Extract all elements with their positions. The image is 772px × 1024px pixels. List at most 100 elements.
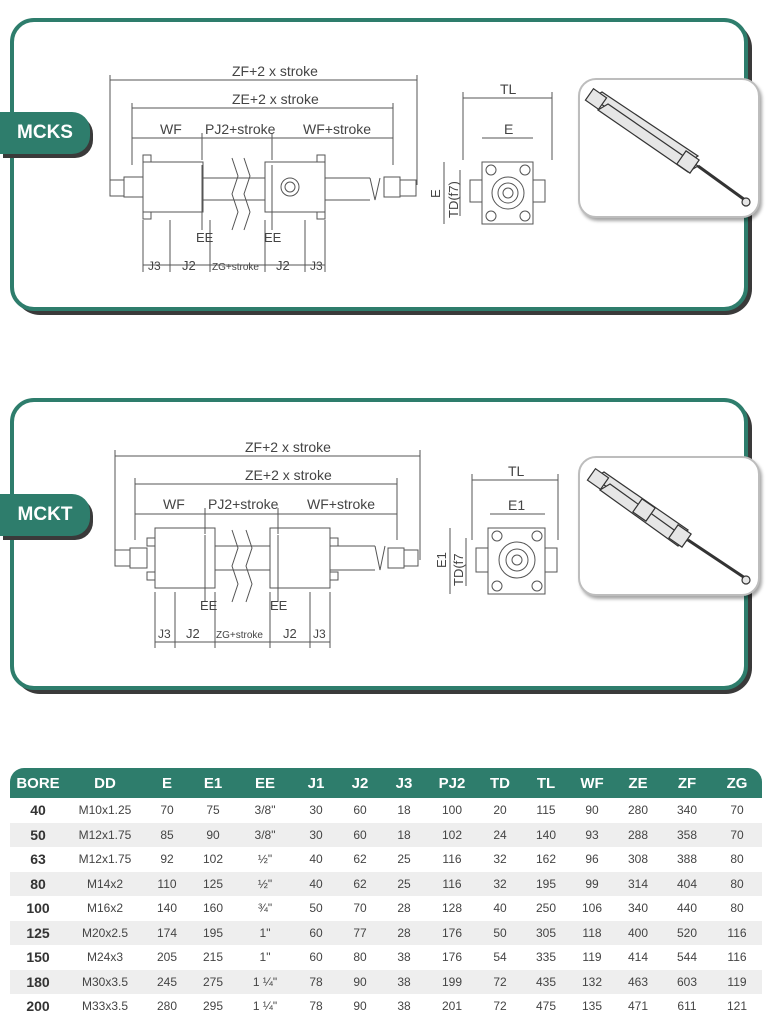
dim-wfs: WF+stroke — [307, 496, 375, 512]
column-header-dd: DD — [66, 768, 144, 798]
table-cell: 195 — [190, 920, 236, 945]
mckt-tab: MCKT — [0, 494, 90, 536]
dim-j3-right: J3 — [310, 259, 323, 273]
table-cell: M30x3.5 — [66, 969, 144, 994]
table-cell: 78 — [294, 994, 338, 1019]
table-cell: 99 — [570, 871, 614, 896]
table-cell: 435 — [522, 969, 570, 994]
dim-ee-1: EE — [200, 598, 218, 613]
table-cell: 404 — [662, 871, 712, 896]
table-cell: M20x2.5 — [66, 920, 144, 945]
table-cell: 603 — [662, 969, 712, 994]
table-cell: 520 — [662, 920, 712, 945]
dim-e1-top: E1 — [508, 497, 525, 513]
dim-j2-right: J2 — [283, 626, 297, 641]
dim-j3-left: J3 — [148, 259, 161, 273]
table-cell: 121 — [712, 994, 762, 1019]
table-cell: 400 — [614, 920, 662, 945]
table-cell: 40 — [294, 871, 338, 896]
column-header-zg: ZG — [712, 768, 762, 798]
table-cell: 116 — [712, 945, 762, 970]
table-cell: 176 — [426, 920, 478, 945]
dim-wfs: WF+stroke — [303, 121, 371, 137]
table-cell: 110 — [144, 871, 190, 896]
table-cell: 119 — [712, 969, 762, 994]
table-cell: 85 — [144, 822, 190, 847]
table-cell: 18 — [382, 798, 426, 823]
table-cell: 414 — [614, 945, 662, 970]
table-cell: 38 — [382, 994, 426, 1019]
table-cell: 50 — [294, 896, 338, 921]
dim-zg: ZG+stroke — [216, 630, 263, 641]
table-cell: ¾" — [236, 896, 294, 921]
table-cell: 40 — [294, 847, 338, 872]
dim-j3-right: J3 — [313, 627, 326, 641]
table-cell: 140 — [522, 822, 570, 847]
dim-j3-left: J3 — [158, 627, 171, 641]
mckt-drawing: ZF+2 x stroke ZE+2 x stroke WF PJ2+strok… — [114, 439, 559, 648]
table-cell: 100 — [10, 896, 66, 921]
table-cell: 201 — [426, 994, 478, 1019]
column-header-bore: BORE — [10, 768, 66, 798]
dim-zf: ZF+2 x stroke — [232, 63, 318, 79]
table-cell: 90 — [570, 798, 614, 823]
table-cell: 1 ¼" — [236, 969, 294, 994]
table-cell: 3/8" — [236, 798, 294, 823]
table-cell: 115 — [522, 798, 570, 823]
table-cell: 280 — [614, 798, 662, 823]
table-cell: 30 — [294, 822, 338, 847]
table-cell: 62 — [338, 847, 382, 872]
table-cell: 80 — [712, 847, 762, 872]
column-header-wf: WF — [570, 768, 614, 798]
table-cell: ½" — [236, 871, 294, 896]
table-cell: 77 — [338, 920, 382, 945]
cylinder-photo-icon — [586, 467, 751, 585]
table-cell: 140 — [144, 896, 190, 921]
table-cell: 28 — [382, 920, 426, 945]
table-cell: 125 — [190, 871, 236, 896]
table-cell: 102 — [426, 822, 478, 847]
table-cell: 314 — [614, 871, 662, 896]
table-cell: 63 — [10, 847, 66, 872]
mcks-drawing: ZF+2 x stroke ZE+2 x stroke WF PJ2+strok… — [109, 63, 553, 273]
table-cell: 80 — [338, 945, 382, 970]
table-cell: 28 — [382, 896, 426, 921]
dim-ze: ZE+2 x stroke — [245, 467, 332, 483]
table-cell: 180 — [10, 969, 66, 994]
dim-ee-1: EE — [196, 230, 214, 245]
table-cell: 1" — [236, 920, 294, 945]
table-cell: 32 — [478, 847, 522, 872]
table-cell: 544 — [662, 945, 712, 970]
dim-zf: ZF+2 x stroke — [245, 439, 331, 455]
table-cell: 250 — [522, 896, 570, 921]
table-cell: 90 — [190, 822, 236, 847]
table-cell: 25 — [382, 871, 426, 896]
table-cell: 40 — [478, 896, 522, 921]
table-cell: 80 — [712, 896, 762, 921]
table-cell: 80 — [10, 871, 66, 896]
table-cell: 60 — [338, 798, 382, 823]
dim-e-top: E — [504, 121, 513, 137]
cylinder-photo-icon — [584, 87, 751, 207]
dim-ze: ZE+2 x stroke — [232, 91, 319, 107]
table-cell: 60 — [338, 822, 382, 847]
table-cell: M24x3 — [66, 945, 144, 970]
table-cell: 20 — [478, 798, 522, 823]
column-header-tl: TL — [522, 768, 570, 798]
table-cell: 295 — [190, 994, 236, 1019]
table-cell: 70 — [712, 798, 762, 823]
dim-tl: TL — [508, 463, 525, 479]
dim-wf: WF — [163, 496, 185, 512]
table-cell: 30 — [294, 798, 338, 823]
table-cell: 50 — [10, 822, 66, 847]
table-cell: 106 — [570, 896, 614, 921]
column-header-e: E — [144, 768, 190, 798]
dim-ee-2: EE — [264, 230, 282, 245]
table-cell: 275 — [190, 969, 236, 994]
